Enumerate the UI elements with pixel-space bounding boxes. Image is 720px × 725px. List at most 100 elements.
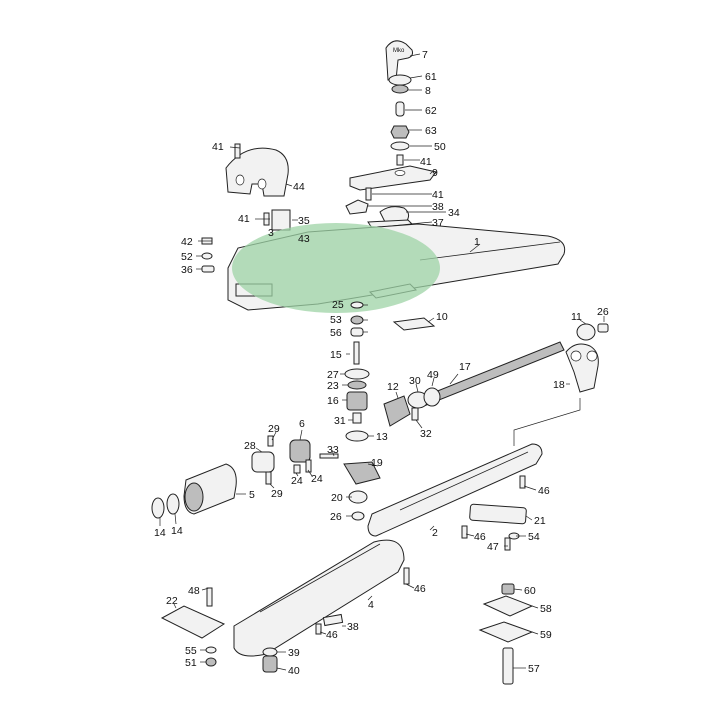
label-42: 42 [181,236,193,248]
screw-41-clip [365,187,372,201]
shaft-15 [353,341,360,365]
bracket-10 [392,317,436,331]
nut-63 [390,125,410,139]
washer-8 [391,84,409,94]
screw-29-b [265,471,272,485]
label-36: 36 [181,264,193,276]
fork-18-hole-a [570,350,582,362]
pin-33 [319,453,339,459]
label-13: 13 [376,431,388,443]
label-32: 32 [420,428,432,440]
plate-22 [160,605,226,639]
label-30: 30 [409,375,421,387]
label-31: 31 [334,415,346,427]
base-4-rim [259,543,381,613]
label-26-lower: 26 [330,511,342,523]
label-33: 33 [327,444,339,456]
label-10: 10 [436,311,448,323]
label-59: 59 [540,629,552,641]
washer-50 [390,141,410,151]
screw-24-b [305,459,312,473]
highlight-region [232,223,440,313]
washer-52 [201,252,213,260]
arm-plate-2 [367,443,543,537]
label-62: 62 [425,105,437,117]
label-51: 51 [185,657,197,669]
svg-text:Mko: Mko [393,48,405,54]
flange-28 [251,451,275,473]
label-41-clip: 41 [432,189,444,201]
label-58: 58 [540,603,552,615]
screw-46-arm [519,475,526,489]
label-41-cover: 41 [212,141,224,153]
label-48: 48 [188,585,200,597]
label-11: 11 [571,311,582,323]
bearing-23 [347,380,367,390]
housing-1-ridge [419,241,561,261]
washer-53 [350,315,364,325]
label-60: 60 [524,585,536,597]
plate-38-lower [322,613,344,627]
washer-55 [205,646,217,654]
label-27: 27 [327,369,339,381]
gear-6 [289,439,311,463]
lever-plate-hole [394,170,406,176]
nut-61 [388,74,412,86]
bracket-35 [271,209,291,231]
label-61: 61 [425,71,437,83]
label-49: 49 [427,369,439,381]
nut-60 [501,583,515,595]
label-28: 28 [244,440,256,452]
pin-26-top [597,323,609,333]
label-25: 25 [332,299,344,311]
label-16: 16 [327,395,339,407]
label-15: 15 [330,349,342,361]
label-23: 23 [327,380,339,392]
bushing-40 [262,655,278,673]
label-24-b: 24 [311,473,323,485]
label-37: 37 [432,217,444,229]
pad-21 [469,503,527,525]
label-26-top: 26 [597,306,609,318]
label-39: 39 [288,647,300,659]
label-53: 53 [330,314,342,326]
label-6: 6 [299,418,305,430]
lever-plate-9 [349,165,437,191]
label-9: 9 [432,167,438,179]
label-17: 17 [459,361,471,373]
fork-18-hole-b [586,350,598,362]
motor-5-face [184,482,204,512]
label-63: 63 [425,125,437,137]
label-34: 34 [448,207,460,219]
motor-assembly [151,435,312,519]
cap-39 [262,647,278,657]
pin-36 [201,265,215,273]
label-47: 47 [487,541,499,553]
leader-lines [159,53,605,671]
label-55: 55 [185,645,197,657]
label-40: 40 [288,665,300,677]
label-3: 3 [268,227,274,239]
gear-16 [346,391,368,411]
screw-41-cover [234,143,241,159]
nut-51 [205,657,217,667]
label-21: 21 [534,515,546,527]
screw-48 [206,587,213,607]
cover-44-hole-a [235,174,245,186]
oring-14-b [166,493,180,515]
label-29-upper: 29 [268,423,280,435]
bushing-56 [350,327,364,337]
label-19: 19 [371,457,383,469]
release-lever-assembly: Mko [349,40,437,191]
washer-26-lower [351,511,365,521]
ring-13 [345,430,369,442]
bevel-19 [343,461,381,485]
label-7: 7 [422,49,428,61]
key-32 [411,407,419,421]
screw-46-base [403,567,410,585]
label-29-lower: 29 [271,488,283,500]
label-1: 1 [474,236,480,248]
oring-14-a [151,497,165,519]
label-12: 12 [387,381,399,393]
